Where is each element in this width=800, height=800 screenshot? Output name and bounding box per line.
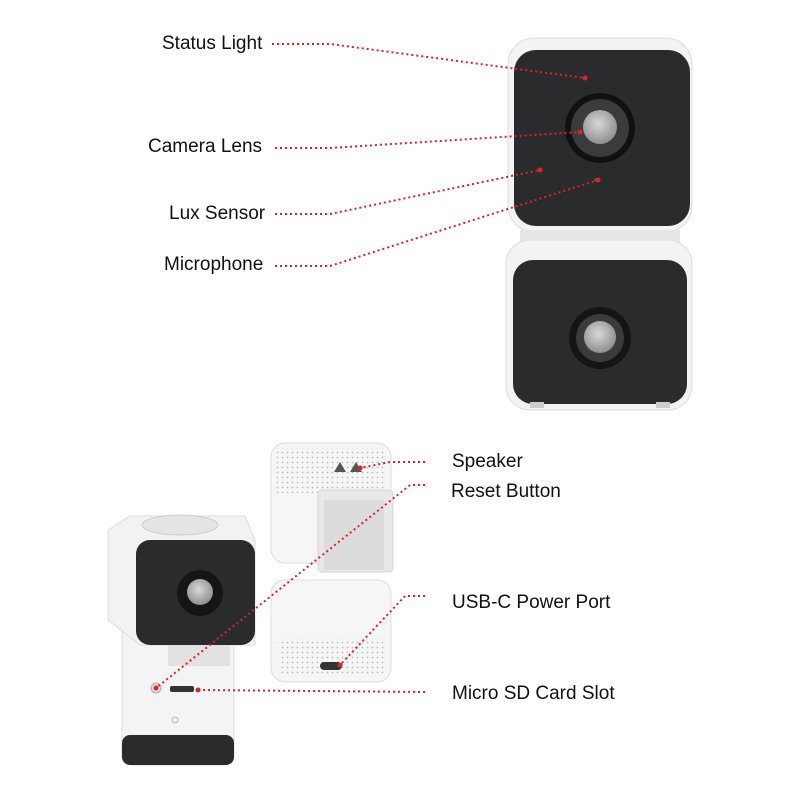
- leader-lux-sensor: [275, 169, 541, 215]
- label-micro-sd-card-slot: Micro SD Card Slot: [452, 683, 615, 704]
- leader-microphone: [275, 179, 599, 267]
- label-lux-sensor: Lux Sensor: [169, 203, 266, 224]
- label-reset-button: Reset Button: [451, 481, 561, 502]
- leader-camera-lens: [275, 131, 581, 149]
- label-camera-lens: Camera Lens: [148, 136, 263, 157]
- leader-speaker: [359, 461, 425, 469]
- label-speaker: Speaker: [452, 451, 523, 472]
- label-usb-c-power-port: USB-C Power Port: [452, 592, 611, 613]
- side-view-camera: [107, 514, 256, 766]
- label-status-light: Status Light: [162, 33, 263, 54]
- front-camera-bottom: [505, 239, 693, 411]
- leader-reset-button: [155, 484, 425, 689]
- leader-endpoints: [153, 75, 601, 693]
- rear-view-camera: [270, 442, 394, 683]
- leader-lines: [155, 43, 599, 693]
- label-microphone: Microphone: [164, 254, 264, 275]
- front-camera-top: [507, 37, 693, 233]
- leader-usb-c: [339, 595, 425, 666]
